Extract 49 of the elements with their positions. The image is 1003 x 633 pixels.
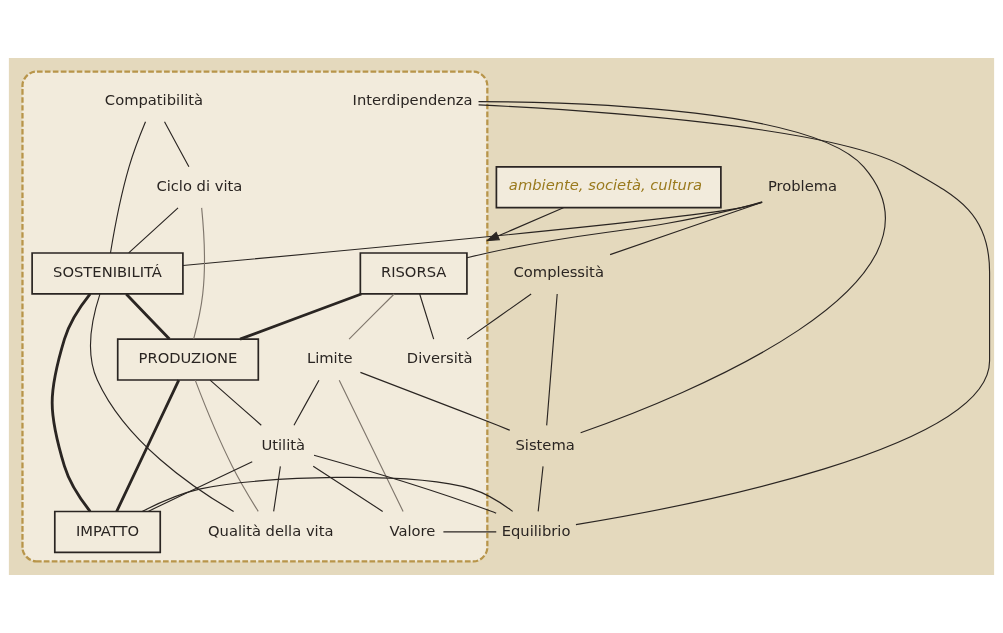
connector	[50, 293, 92, 513]
connector	[115, 379, 181, 513]
connector	[293, 379, 320, 426]
connector	[193, 207, 205, 340]
connector	[478, 104, 991, 526]
node-text: Limite	[306, 349, 353, 367]
connector	[128, 207, 179, 254]
connector	[182, 201, 763, 267]
connector	[194, 379, 259, 512]
node-box: SOSTENIBILITÁ	[31, 252, 184, 295]
connector	[466, 201, 763, 259]
connector	[125, 293, 171, 341]
node-text: Qualità della vita	[208, 521, 334, 539]
connector	[466, 293, 532, 340]
node-text: Interdipendenza	[352, 90, 473, 108]
connector	[338, 379, 404, 513]
node-text: Sistema	[515, 435, 575, 453]
connector	[477, 101, 886, 434]
connector	[419, 293, 435, 340]
node-text: Compatibilità	[104, 90, 204, 108]
connector	[147, 461, 253, 512]
node-text: Valore	[389, 521, 436, 539]
node-box: ambiente, società, cultura	[495, 166, 722, 209]
node-text: Equilibrio	[501, 521, 571, 539]
connector	[359, 371, 511, 431]
connector	[163, 121, 190, 168]
node-box: PRODUZIONE	[116, 338, 260, 381]
node-text: Problema	[767, 177, 838, 195]
arrow	[485, 207, 564, 242]
connector	[209, 379, 262, 426]
connector	[609, 201, 763, 256]
connector	[537, 465, 544, 512]
node-text: Utilità	[261, 435, 306, 453]
cluster	[21, 70, 489, 563]
node-text: Complessità	[513, 263, 604, 281]
connector	[273, 465, 281, 512]
node-box: RISORSA	[359, 252, 468, 295]
node-text: Diversità	[406, 349, 473, 367]
connector	[313, 454, 497, 514]
connector	[546, 293, 558, 426]
connector	[90, 293, 235, 512]
connector	[442, 531, 497, 533]
node-text: Ciclo di vita	[156, 177, 243, 195]
connector	[109, 121, 147, 254]
connector	[312, 465, 384, 512]
connector	[239, 292, 362, 341]
connector	[348, 293, 395, 340]
connector	[141, 476, 514, 512]
node-box: IMPATTO	[53, 510, 162, 554]
